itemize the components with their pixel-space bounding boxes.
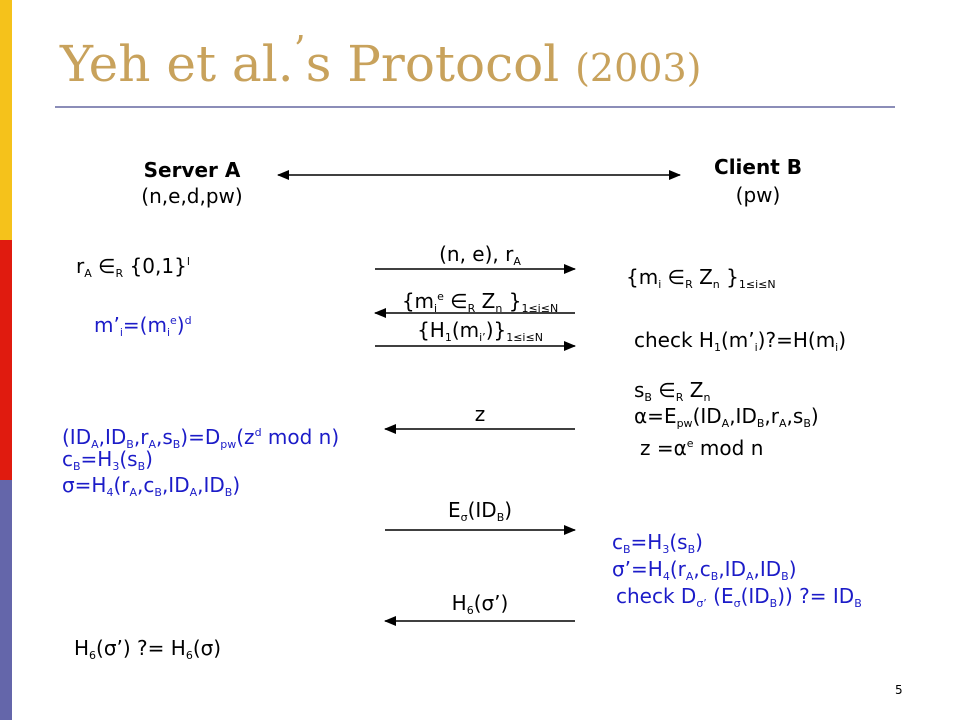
message-2: {mie ∈R Zn }1≤i≤N xyxy=(401,289,559,315)
side-bar-purple xyxy=(0,480,12,720)
title-year: (2003) xyxy=(575,46,702,90)
message-4: z xyxy=(474,402,486,426)
client-step-4: α=Epw(IDA,IDB,rA,sB) xyxy=(634,404,819,430)
title-rule xyxy=(55,106,895,108)
client-name: Client B xyxy=(714,155,802,179)
server-step-6: H6(σ’) ?= H6(σ) xyxy=(74,636,222,662)
server-params: (n,e,d,pw) xyxy=(141,184,243,208)
title-rest: s Protocol xyxy=(305,35,576,93)
page-number: 5 xyxy=(895,683,903,697)
server-step-5: σ=H4(rA,cB,IDA,IDB) xyxy=(62,473,241,499)
message-6: H6(σ’) xyxy=(451,591,509,617)
server-name: Server A xyxy=(143,158,241,182)
title-main: Yeh et al. xyxy=(60,35,294,93)
message-5: Eσ(IDB) xyxy=(447,498,513,524)
side-bar-yellow xyxy=(0,0,12,240)
client-step-8: check Dσ’ (Eσ(IDB)) ?= IDB xyxy=(616,584,862,610)
server-step-4: cB=H3(sB) xyxy=(62,447,153,473)
message-3: {H1(mi’)}1≤i≤N xyxy=(417,318,543,344)
server-step-2: m’i=(mie)d xyxy=(94,313,192,339)
client-step-5: z =αe mod n xyxy=(640,436,764,460)
client-step-7: σ’=H4(rA,cB,IDA,IDB) xyxy=(612,557,797,583)
client-step-3: sB ∈R Zn xyxy=(634,378,711,404)
title-apostrophe: ’ xyxy=(293,28,306,72)
client-step-2: check H1(m’i)?=H(mi) xyxy=(634,328,847,354)
client-step-1: {mi ∈R Zn }1≤i≤N xyxy=(626,265,776,291)
client-step-6: cB=H3(sB) xyxy=(612,530,703,556)
server-step-1: rA ∈R {0,1}l xyxy=(76,254,190,280)
slide-title: Yeh et al.’s Protocol (2003) xyxy=(60,28,701,93)
side-bar-red xyxy=(0,240,12,480)
client-params: (pw) xyxy=(735,183,781,207)
message-1: (n, e), rA xyxy=(439,242,521,268)
server-step-3: (IDA,IDB,rA,sB)=Dpw(zd mod n) xyxy=(62,425,340,451)
